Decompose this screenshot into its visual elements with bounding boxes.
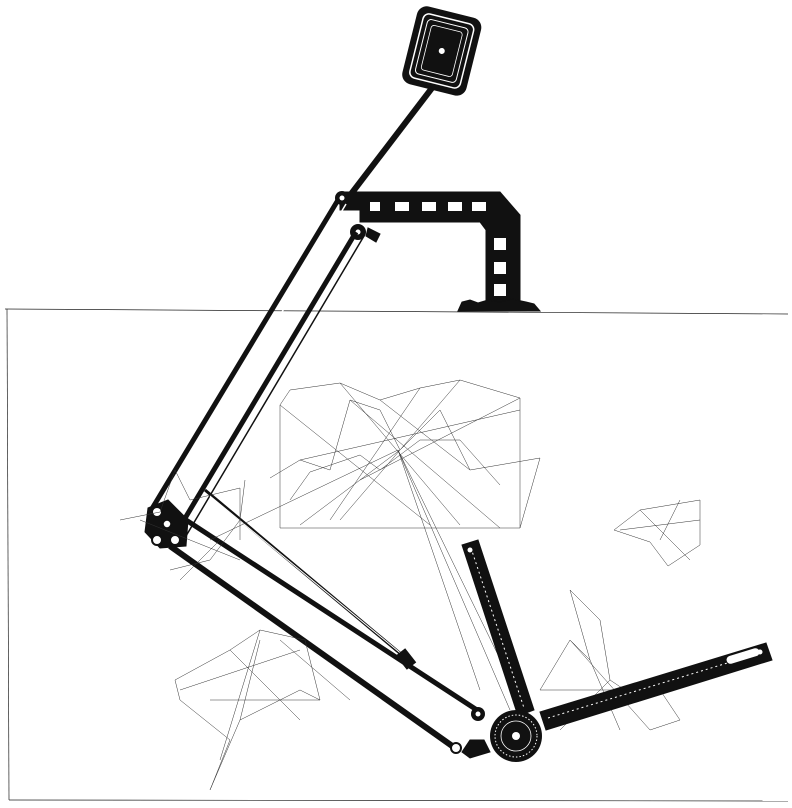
horizontal-scale-ruler-icon[interactable]	[539, 642, 773, 731]
drawing-board	[4, 308, 789, 802]
scale-ruler-icon[interactable]	[461, 539, 535, 717]
protractor-dial-icon[interactable]	[450, 707, 542, 762]
bracket-support-icon	[335, 191, 542, 312]
lower-arms	[168, 488, 482, 751]
handle-grip-icon[interactable]	[400, 4, 483, 98]
handle-rod	[345, 86, 435, 200]
upper-arms	[147, 198, 365, 537]
elbow-joint[interactable]	[144, 499, 189, 549]
geometric-construction-lines	[119, 379, 701, 791]
